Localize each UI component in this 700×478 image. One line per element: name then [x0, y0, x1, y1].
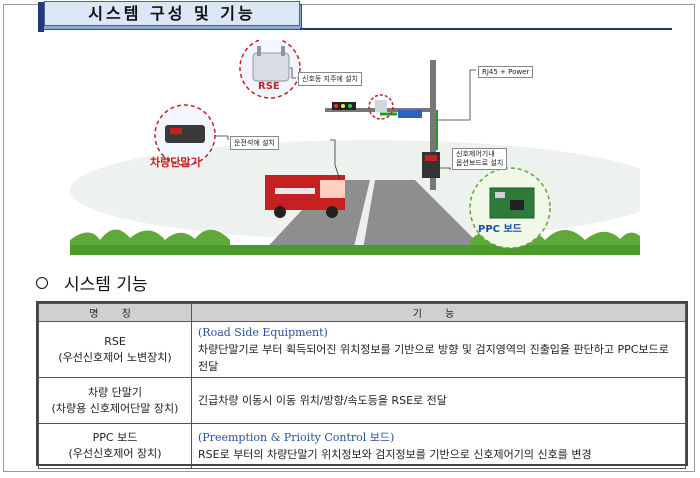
system-diagram: 신호등 지주에 설치 RJ45 + Power 운전석에 설치 신호제어기내 옵…: [70, 40, 640, 255]
signal-pole-label: 신호등 지주에 설치: [298, 72, 362, 86]
rse-device-illustration: [239, 40, 301, 99]
row-desc: 긴급차량 이동시 이동 위치/방향/속도등을 RSE로 전달: [198, 394, 447, 407]
rj45-label: RJ45 + Power: [478, 66, 534, 78]
row-desc: RSE로 부터의 차량단말기 위치정보와 검지정보를 기반으로 신호제어기의 신…: [198, 448, 592, 461]
page-frame: [3, 4, 695, 472]
function-table: 명 칭 기 능 RSE (우선신호제어 노변장치) (Road Side Equ…: [38, 303, 686, 469]
row-name-sub: (우선신호제어 노변장치): [58, 350, 172, 364]
driver-seat-label: 운전석에 설치: [230, 136, 279, 150]
row-english: (Road Side Equipment): [198, 326, 328, 339]
table-row: 차량 단말기 (차량용 신호제어단말 장치) 긴급차량 이동시 이동 위치/방향…: [38, 377, 686, 424]
controller-label: 신호제어기내 옵션보드로 설치: [452, 148, 508, 170]
header-function: 기 능: [191, 303, 686, 322]
row-name: 차량 단말기: [87, 385, 143, 399]
row-name-sub: (차량용 신호제어단말 장치): [51, 401, 179, 415]
section-title: 시스템 기능: [64, 275, 148, 295]
row-name-cell: RSE (우선신호제어 노변장치): [38, 321, 192, 378]
table-row: RSE (우선신호제어 노변장치) (Road Side Equipment) …: [38, 321, 686, 378]
fire-truck-illustration: [265, 175, 345, 218]
title-divider: [300, 28, 672, 30]
row-function-cell: (Road Side Equipment) 차량단말기로 부터 획득되어진 위치…: [191, 321, 686, 378]
section-heading: 시스템 기능: [36, 270, 148, 295]
row-name: PPC 보드: [92, 431, 138, 444]
ppc-board-illustration: [469, 167, 551, 249]
vehicle-terminal-label: 차량단말기: [150, 156, 201, 169]
header-name: 명 칭: [38, 303, 192, 322]
row-desc: 차량단말기로 부터 획득되어진 위치정보를 기반으로 방향 및 검지영역의 진출…: [198, 343, 669, 373]
vehicle-terminal-illustration: [154, 104, 216, 166]
row-function-cell: 긴급차량 이동시 이동 위치/방향/속도등을 RSE로 전달: [191, 377, 686, 424]
circle-bullet-icon: [36, 277, 48, 289]
row-english: (Preemption & Prioity Control 보드): [198, 431, 395, 444]
ppc-board-label: PPC 보드: [478, 224, 522, 235]
row-name-cell: 차량 단말기 (차량용 신호제어단말 장치): [38, 377, 192, 424]
row-function-cell: (Preemption & Prioity Control 보드) RSE로 부…: [191, 423, 686, 469]
row-name-sub: (우선신호제어 장치): [68, 447, 162, 460]
rse-label: RSE: [258, 81, 280, 92]
row-name: RSE: [104, 334, 126, 348]
row-name-cell: PPC 보드 (우선신호제어 장치): [38, 423, 192, 469]
page-title: 시스템 구성 및 기능: [44, 1, 300, 26]
table-row: PPC 보드 (우선신호제어 장치) (Preemption & Prioity…: [38, 423, 686, 469]
table-header-row: 명 칭 기 능: [38, 303, 686, 322]
